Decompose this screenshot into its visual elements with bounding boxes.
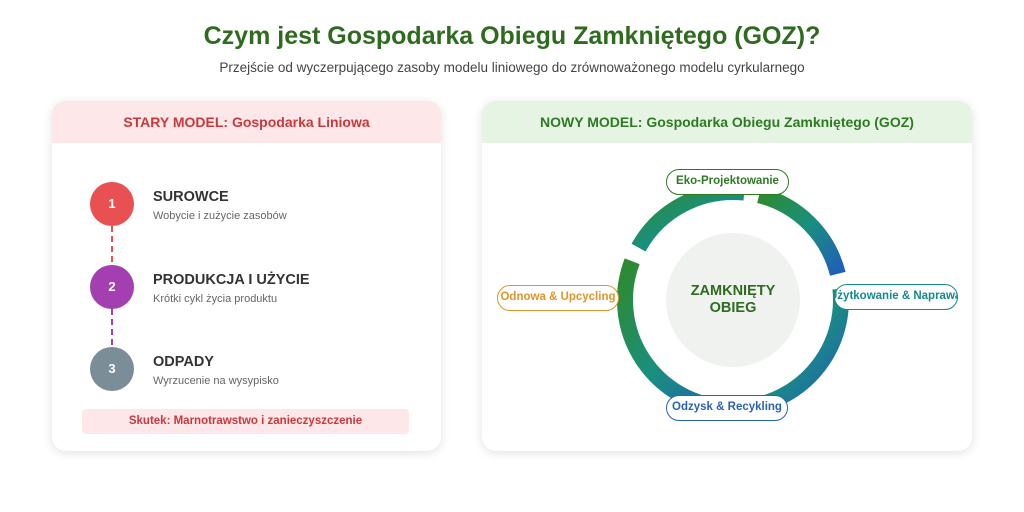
step-3-desc: Wyrzucenie na wysypisko [153, 375, 279, 387]
step-2-circle: 2 [90, 265, 134, 309]
step-2-title: PRODUKCJA I UŻYCIE [153, 272, 310, 288]
step-2-desc: Krótki cykl życia produktu [153, 293, 278, 305]
step-3-number: 3 [108, 361, 116, 376]
stage-recovery-recycling: Odzysk & Recykling [666, 395, 788, 421]
core-label-line1: ZAMKNIĘTY [690, 282, 776, 299]
core-label-line2: OBIEG [709, 300, 757, 316]
circular-model-panel: NOWY MODEL: Gospodarka Obiegu Zamknięteg… [482, 101, 972, 451]
step-1-title: SUROWCE [153, 189, 229, 205]
step-3-title: ODPADY [153, 354, 214, 370]
stage-use-repair: Użytkowanie & Naprawa [834, 284, 958, 310]
effect-banner: Skutek: Marnotrawstwo i zanieczyszczenie [82, 409, 409, 434]
ring-arc-1 [757, 187, 846, 276]
step-2-number: 2 [108, 279, 116, 294]
page-subtitle: Przejście od wyczerpującego zasoby model… [219, 60, 805, 75]
step-1-circle: 1 [90, 182, 134, 226]
linear-model-title: STARY MODEL: Gospodarka Liniowa [52, 101, 441, 143]
closed-loop-core: ZAMKNIĘTY OBIEG [666, 233, 800, 367]
step-connector-1 [111, 226, 113, 262]
linear-model-panel: STARY MODEL: Gospodarka Liniowa 1 SUROWC… [52, 101, 441, 451]
step-3-circle: 3 [90, 347, 134, 391]
step-1-number: 1 [108, 196, 116, 211]
stage-eco-design: Eko-Projektowanie [666, 169, 789, 195]
stage-renewal-upcycling: Odnowa & Upcycling [497, 285, 619, 311]
step-connector-2 [111, 309, 113, 345]
circular-model-title: NOWY MODEL: Gospodarka Obiegu Zamknięteg… [482, 101, 972, 143]
step-1-desc: Wobycie i zużycie zasobów [153, 210, 287, 222]
page-title: Czym jest Gospodarka Obiegu Zamkniętego … [203, 22, 821, 50]
